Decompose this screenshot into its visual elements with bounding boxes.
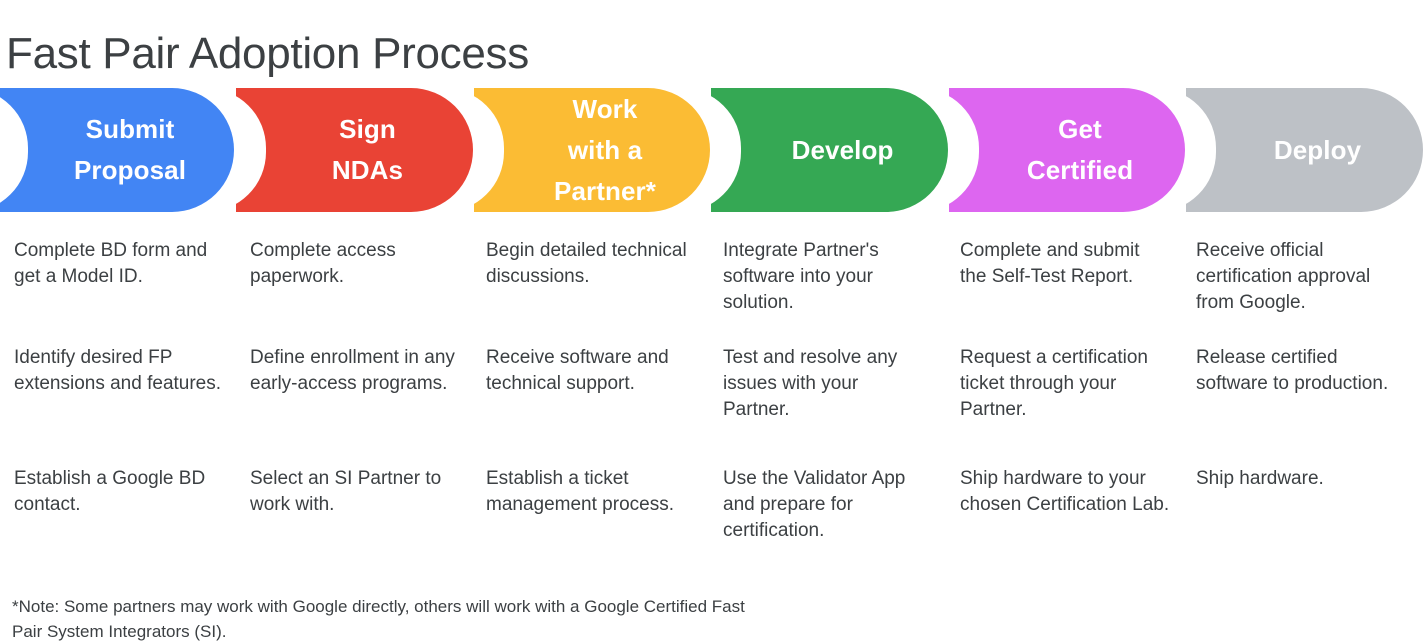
detail-item: Complete access paperwork. — [250, 240, 396, 287]
detail-item: Select an SI Partner to work with. — [250, 468, 442, 515]
process-step-label: Deploy — [1186, 130, 1423, 171]
process-step-deploy[interactable]: Deploy — [1156, 88, 1423, 212]
detail-columns: Complete BD form and get a Model ID. Iden… — [0, 238, 1423, 558]
process-step-label-line: Get — [1058, 114, 1102, 144]
detail-item: Receive official certification approval … — [1196, 240, 1371, 313]
process-step-shape — [1186, 88, 1423, 212]
page-title: Fast Pair Adoption Process — [6, 29, 529, 79]
process-step-shape — [236, 88, 473, 212]
detail-item: Request a certification ticket through y… — [960, 347, 1148, 420]
process-step-label-line: Certified — [1026, 155, 1134, 185]
detail-item: Complete and submit the Self-Test Report… — [960, 240, 1140, 287]
process-step-label-line: Partner* — [554, 175, 656, 206]
process-step-label-line: Submit — [85, 114, 175, 144]
detail-item: Begin detailed technical discussions. — [486, 240, 687, 287]
detail-item: Define enrollment in any early-access pr… — [250, 347, 455, 394]
detail-item: Release certified software to production… — [1196, 347, 1389, 394]
detail-item: Test and resolve any issues with your Pa… — [723, 347, 898, 420]
detail-item: Receive software and technical support. — [486, 347, 669, 394]
detail-item: Establish a Google BD contact. — [14, 468, 206, 515]
process-step-label-line: Work — [572, 93, 638, 124]
process-step-shape — [474, 88, 710, 212]
process-step-label: Work with a Partner* — [474, 89, 710, 212]
process-step-label-line: with a — [567, 134, 643, 165]
detail-item: Integrate Partner's software into your s… — [723, 240, 879, 313]
detail-item: Use the Validator App and prepare for ce… — [723, 468, 906, 541]
process-step-work-with-a-partner[interactable]: Work with a Partner* — [444, 88, 710, 212]
process-step-shape — [711, 88, 948, 212]
process-step-label-line: Sign — [339, 114, 396, 144]
detail-item: Identify desired FP extensions and featu… — [14, 347, 222, 394]
detail-item: Complete BD form and get a Model ID. — [14, 240, 208, 287]
process-step-develop[interactable]: Develop — [681, 88, 948, 212]
process-step-label-line: Deploy — [1273, 134, 1362, 165]
process-step-label: Develop — [711, 130, 948, 171]
detail-item: Ship hardware to your chosen Certificati… — [960, 468, 1170, 515]
process-step-label-line: NDAs — [331, 155, 404, 185]
process-step-shape — [0, 88, 234, 212]
process-step-shape — [949, 88, 1185, 212]
detail-item: Ship hardware. — [1196, 468, 1324, 489]
process-step-label-line: Proposal — [73, 155, 187, 185]
process-step-label-line: Develop — [791, 134, 894, 165]
detail-item: Establish a ticket management process. — [486, 468, 674, 515]
footnote: *Note: Some partners may work with Googl… — [12, 597, 745, 641]
